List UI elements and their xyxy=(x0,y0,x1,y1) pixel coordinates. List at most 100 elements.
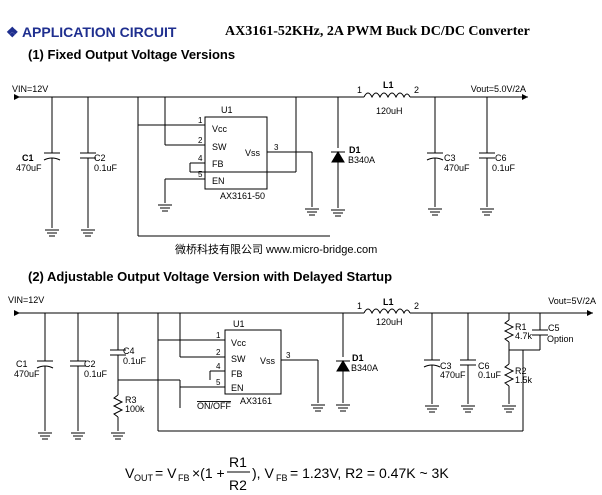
ic-name: AX3161 xyxy=(240,396,272,406)
c3-ref: C3 xyxy=(440,361,452,371)
ic-ref: U1 xyxy=(233,319,245,329)
ic-pin-num: 3 xyxy=(286,351,291,360)
ic-name: AX3161-50 xyxy=(220,191,265,201)
vin-label: VIN=12V xyxy=(8,295,44,305)
ground-icon xyxy=(460,405,476,413)
inductor-pin1: 1 xyxy=(357,301,362,311)
ic-pin-num: 1 xyxy=(198,116,203,125)
formula-vfb2-sub: FB xyxy=(276,473,288,483)
c5-ref: C5 xyxy=(548,323,560,333)
formula: V OUT = V FB ×(1 + R1 R2 ), V FB = 1.23V… xyxy=(125,454,449,493)
section-title: APPLICATION CIRCUIT xyxy=(21,24,177,40)
ground-icon xyxy=(304,208,320,216)
d1-value: B340A xyxy=(351,363,378,373)
ic-pin-num: 2 xyxy=(216,348,221,357)
ground-icon xyxy=(310,404,326,412)
ic-pin-vss: Vss xyxy=(260,356,276,366)
d1-value: B340A xyxy=(348,155,375,165)
ic-pin-vcc: Vcc xyxy=(212,124,228,134)
ground-icon xyxy=(335,404,351,412)
formula-numerator: R1 xyxy=(229,454,247,470)
c1-value: 470uF xyxy=(16,163,42,173)
ground-icon xyxy=(479,208,495,216)
watermark: 微桥科技有限公司 www.micro-bridge.com xyxy=(175,242,377,256)
ground-icon xyxy=(427,208,443,216)
r3-ref: R3 xyxy=(125,395,137,405)
ic-pin-fb: FB xyxy=(212,159,224,169)
inductor-ref: L1 xyxy=(383,297,394,307)
c3-value: 470uF xyxy=(444,163,470,173)
ground-icon xyxy=(80,229,96,237)
vout-label: Vout=5.0V/2A xyxy=(471,84,526,94)
ic-pin-num: 2 xyxy=(198,136,203,145)
formula-eq: = V xyxy=(155,465,177,481)
c1-value: 470uF xyxy=(14,369,40,379)
c3-value: 470uF xyxy=(440,370,466,380)
r1-value: 4.7k xyxy=(515,331,533,341)
ic-pin-num: 1 xyxy=(216,331,221,340)
r2-ref: R2 xyxy=(515,366,527,376)
c5-value: Option xyxy=(547,334,574,344)
inductor-value: 120uH xyxy=(376,106,403,116)
c2-value: 0.1uF xyxy=(94,163,118,173)
c2-ref: C2 xyxy=(84,359,96,369)
c6-value: 0.1uF xyxy=(492,163,516,173)
inductor-pin2: 2 xyxy=(414,85,419,95)
inductor-value: 120uH xyxy=(376,317,403,327)
formula-times: ×(1 + xyxy=(192,465,225,481)
ic-pin-vss: Vss xyxy=(245,148,261,158)
ic-pin-num: 3 xyxy=(274,143,279,152)
ground-icon xyxy=(110,432,126,440)
vin-label: VIN=12V xyxy=(12,84,48,94)
circuit1 xyxy=(14,92,528,237)
ic-pin-num: 4 xyxy=(216,362,221,371)
c4-ref: C4 xyxy=(123,346,135,356)
formula-vout-sub: OUT xyxy=(134,473,154,483)
c2-ref: C2 xyxy=(94,153,106,163)
circuit1-heading: (1) Fixed Output Voltage Versions xyxy=(28,47,236,62)
c6-ref: C6 xyxy=(495,153,507,163)
ground-icon xyxy=(44,229,60,237)
ground-icon xyxy=(501,405,517,413)
c6-ref: C6 xyxy=(478,361,490,371)
formula-rest: = 1.23V, R2 = 0.47K ~ 3K xyxy=(290,465,449,481)
ic-pin-num: 5 xyxy=(198,170,203,179)
c3-ref: C3 xyxy=(444,153,456,163)
ground-icon xyxy=(70,432,86,440)
formula-vout: V xyxy=(125,465,135,481)
ic-pin-sw: SW xyxy=(212,142,227,152)
inductor-pin1: 1 xyxy=(357,85,362,95)
d1-ref: D1 xyxy=(349,145,361,155)
section-header: ❖ APPLICATION CIRCUIT xyxy=(6,24,176,41)
page-title: AX3161-52KHz, 2A PWM Buck DC/DC Converte… xyxy=(225,24,530,39)
ground-icon xyxy=(37,432,53,440)
c1-ref: C1 xyxy=(22,153,34,163)
ground-icon xyxy=(157,204,173,212)
r3-value: 100k xyxy=(125,404,145,414)
c1-ref: C1 xyxy=(16,359,28,369)
vout-label: Vout=5V/2A xyxy=(548,296,596,306)
ic-ref: U1 xyxy=(221,105,233,115)
formula-close: ), V xyxy=(252,465,274,481)
ic-pin-num: 5 xyxy=(216,378,221,387)
c6-value: 0.1uF xyxy=(478,370,502,380)
formula-vfb-sub: FB xyxy=(178,473,190,483)
inductor-ref: L1 xyxy=(383,80,394,90)
ic-pin-num: 4 xyxy=(198,154,203,163)
c4-value: 0.1uF xyxy=(123,356,147,366)
inductor-pin2: 2 xyxy=(414,301,419,311)
ic-pin-en: EN xyxy=(231,383,244,393)
r2-value: 1.5k xyxy=(515,375,533,385)
d1-ref: D1 xyxy=(352,353,364,363)
circuit2-heading: (2) Adjustable Output Voltage Version wi… xyxy=(28,269,393,284)
r1-ref: R1 xyxy=(515,322,527,332)
c2-value: 0.1uF xyxy=(84,369,108,379)
circuit2 xyxy=(14,308,593,432)
on-off-label: ON/OFF xyxy=(197,401,231,411)
ic-pin-vcc: Vcc xyxy=(231,338,247,348)
ground-icon xyxy=(424,405,440,413)
formula-denominator: R2 xyxy=(229,477,247,493)
bullet-icon: ❖ xyxy=(6,24,19,40)
ic-pin-en: EN xyxy=(212,176,225,186)
